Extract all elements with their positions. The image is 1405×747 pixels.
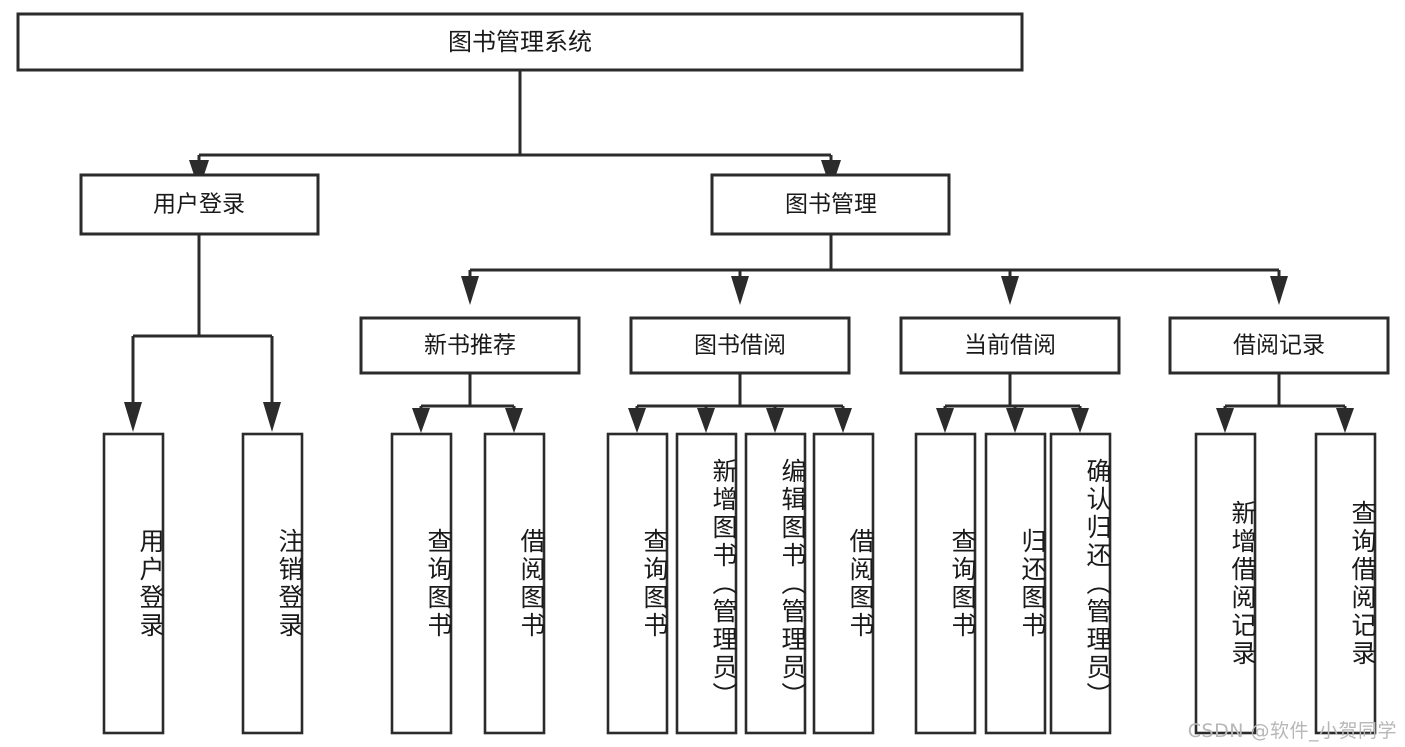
arrow-head-leaf-cb-confirm bbox=[1071, 408, 1089, 433]
node-new-book-recommend[interactable]: 新书推荐 bbox=[359, 316, 581, 375]
node-user-login-box[interactable] bbox=[79, 173, 320, 236]
node-borrow-record[interactable]: 借阅记录 bbox=[1168, 316, 1390, 375]
leaf-box-bb-borrow[interactable] bbox=[812, 432, 875, 735]
node-current-borrow-label: 当前借阅 bbox=[964, 333, 1056, 359]
leaf-box-newbook-borrow[interactable] bbox=[483, 432, 546, 735]
node-book-manage-label: 图书管理 bbox=[785, 192, 877, 218]
arrow-head-leaf-br-query bbox=[1336, 408, 1354, 433]
arrow-head-leaf-bb-add bbox=[697, 408, 715, 433]
node-book-borrow[interactable]: 图书借阅 bbox=[629, 316, 851, 375]
node-new-book-recommend-label: 新书推荐 bbox=[424, 333, 516, 359]
node-book-manage[interactable]: 图书管理 bbox=[710, 173, 951, 236]
arrow-head-leaf-bb-edit bbox=[766, 408, 784, 433]
leaf-box-logout[interactable] bbox=[241, 432, 304, 735]
leaf-box-br-query[interactable] bbox=[1314, 432, 1377, 735]
leaf-box-user-login[interactable] bbox=[102, 432, 165, 735]
watermark-text: CSDN @软件_小贺同学 bbox=[1187, 720, 1397, 742]
connector-bookborrow-to-leaves bbox=[628, 373, 852, 433]
leaf-box-cb-query[interactable] bbox=[914, 432, 977, 735]
leaf-box-cb-return[interactable] bbox=[984, 432, 1047, 735]
node-book-borrow-label: 图书借阅 bbox=[694, 333, 786, 359]
arrow-head-leaf-newbook-query bbox=[412, 408, 430, 433]
node-current-borrow[interactable]: 当前借阅 bbox=[899, 316, 1121, 375]
arrow-head-book-borrow bbox=[731, 276, 749, 305]
arrow-head-leaf-newbook-borrow bbox=[505, 408, 523, 433]
leaf-boxes bbox=[102, 432, 1377, 735]
arrow-head-borrow-record bbox=[1270, 276, 1288, 305]
arrow-head-leaf-br-add bbox=[1216, 408, 1234, 433]
arrow-head-leaf-cb-query bbox=[936, 408, 954, 433]
arrow-head-leaf-bb-borrow bbox=[834, 408, 852, 433]
leaf-box-bb-query[interactable] bbox=[606, 432, 669, 735]
arrow-head-new-book bbox=[461, 276, 479, 305]
connector-userlogin-to-leaves bbox=[124, 234, 281, 432]
node-borrow-record-box[interactable] bbox=[1168, 316, 1390, 375]
arrow-head-leaf-logout bbox=[263, 402, 281, 432]
node-book-manage-box[interactable] bbox=[710, 173, 951, 236]
node-user-login[interactable]: 用户登录 bbox=[79, 173, 320, 236]
leaf-box-bb-edit[interactable] bbox=[744, 432, 807, 735]
node-borrow-record-label: 借阅记录 bbox=[1233, 333, 1325, 359]
connector-newbook-to-leaves bbox=[412, 373, 523, 433]
node-root-box[interactable] bbox=[16, 12, 1024, 72]
node-root[interactable]: 图书管理系统 bbox=[16, 12, 1024, 72]
leaf-box-br-add[interactable] bbox=[1194, 432, 1257, 735]
connector-root-to-level2 bbox=[189, 70, 841, 190]
node-new-book-recommend-box[interactable] bbox=[359, 316, 581, 375]
connector-currentborrow-to-leaves bbox=[936, 373, 1089, 433]
node-root-label: 图书管理系统 bbox=[448, 28, 592, 56]
connector-borrowrecord-to-leaves bbox=[1216, 373, 1354, 433]
arrow-head-current-borrow bbox=[1001, 276, 1019, 305]
arrow-head-leaf-user-login bbox=[124, 402, 142, 432]
connector-bookmanage-to-level3 bbox=[461, 234, 1288, 305]
arrow-head-leaf-cb-return bbox=[1006, 408, 1024, 433]
arrow-head-leaf-bb-query bbox=[628, 408, 646, 433]
leaf-box-cb-confirm[interactable] bbox=[1049, 432, 1112, 735]
leaf-box-bb-add[interactable] bbox=[675, 432, 738, 735]
node-user-login-label: 用户登录 bbox=[153, 192, 245, 218]
leaf-box-newbook-query[interactable] bbox=[390, 432, 453, 735]
